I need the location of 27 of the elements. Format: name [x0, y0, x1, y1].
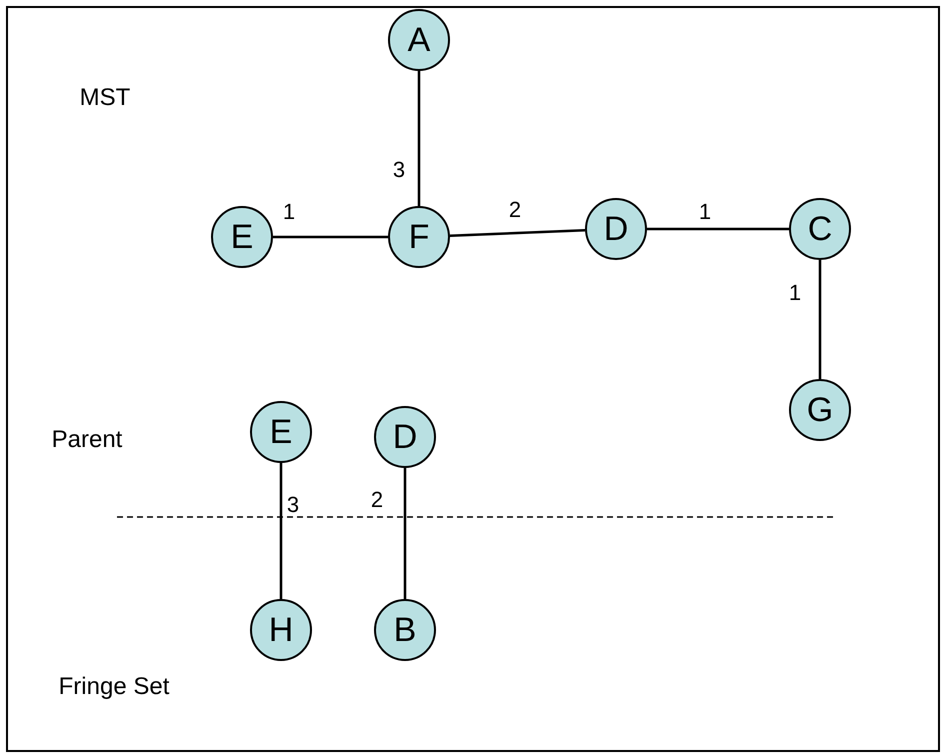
graph-node: D	[374, 406, 436, 468]
graph-node: D	[585, 198, 647, 260]
edge-line	[280, 463, 282, 599]
edge-label: 3	[392, 159, 406, 181]
edge-line	[418, 71, 420, 206]
edge-line	[647, 228, 789, 230]
graph-node: B	[374, 599, 436, 661]
graph-node: F	[388, 206, 450, 268]
edge-label: 2	[508, 199, 522, 221]
edge-label: 1	[698, 201, 712, 223]
edge-label: 3	[286, 494, 300, 516]
edge-label: 1	[282, 201, 296, 223]
edge-line	[404, 468, 406, 599]
section-label: Parent	[52, 428, 122, 452]
edge-line	[450, 229, 586, 237]
graph-node: E	[250, 401, 312, 463]
graph-node: A	[388, 9, 450, 71]
edge-line	[273, 236, 388, 238]
edge-label: 2	[370, 489, 384, 511]
section-label: MST	[80, 86, 130, 110]
graph-node: C	[789, 198, 851, 260]
section-label: Fringe Set	[58, 675, 170, 699]
graph-node: H	[250, 599, 312, 661]
graph-node: E	[211, 206, 273, 268]
graph-node: G	[789, 379, 851, 441]
edge-label: 1	[788, 282, 802, 304]
edge-line	[818, 260, 822, 379]
